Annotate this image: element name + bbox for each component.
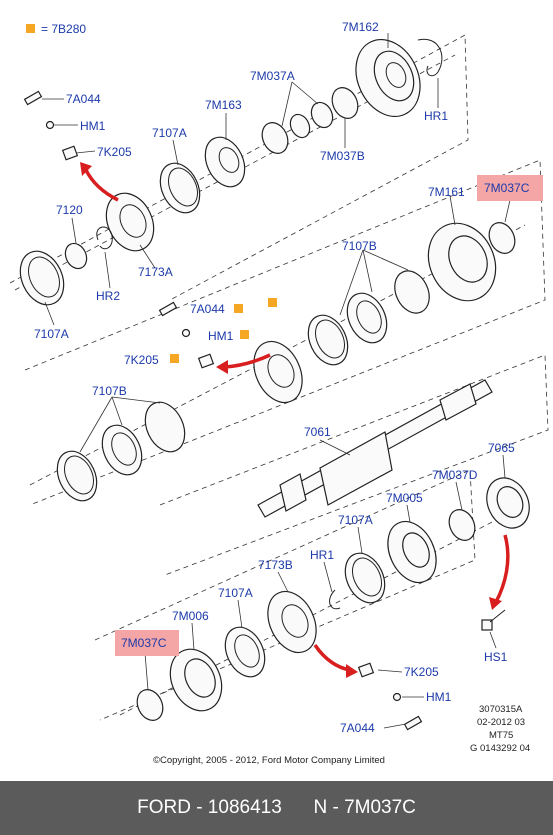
synchro-ring-7107A-top [159,162,201,214]
synchronizer-7173B [267,590,317,654]
synchro-ring-7107A-low [344,552,386,604]
label-HR1-low: HR1 [310,548,334,562]
label-7107A-left: 7107A [34,327,69,341]
label-7K205-mid: 7K205 [124,353,159,367]
label-7M161: 7M161 [428,185,465,199]
hub-7120 [64,242,88,270]
label-7M037B: 7M037B [320,149,365,163]
synchronizer-mid [253,340,303,404]
ref-code-2: 02-2012 03 [477,717,525,728]
label-7M037C-bot: 7M037C [121,636,167,650]
marker-square-synchronizer [268,298,277,307]
label-7A044-mid: 7A044 [190,302,225,316]
label-7107B-left: 7107B [92,384,127,398]
label-7107A-low: 7107A [338,513,373,527]
label-7A044-top: 7A044 [66,92,101,106]
needle-bearing-7M037C-bot [136,689,164,721]
label-7M005: 7M005 [386,491,423,505]
bolt-HS1 [481,609,506,631]
synchro-rings-7107B-left [56,401,186,502]
needle-bearing-7M037D [448,509,476,541]
footer-reference: N - 7M037C [313,797,416,818]
synchro-ring-7107A-left [19,250,65,306]
arrow-detent-bottom [313,644,351,672]
gear-7M006 [169,648,223,712]
marker-square-HM1-mid [240,330,249,339]
snap-ring-HR2 [96,226,113,250]
needle-bearing-7M037A [261,101,334,154]
label-7173A: 7173A [138,265,173,279]
detent-parts-mid [158,301,215,369]
label-HM1-mid: HM1 [208,329,234,343]
marker-square-7A044-mid [234,304,243,313]
label-7M006: 7M006 [172,609,209,623]
mainshaft-7061 [257,379,493,518]
arrow-head-top [80,162,92,176]
legend-square-icon [26,24,35,33]
label-7107A-top: 7107A [152,126,187,140]
ref-code-1: 3070315A [479,704,523,715]
gear-7M005 [387,520,437,584]
synchronizer-7173A [105,192,155,252]
arrow-detent-mid [224,353,271,369]
arrow-detent-top [84,169,119,202]
frame-middle [24,159,546,506]
copyright-text: ©Copyright, 2005 - 2012, Ford Motor Comp… [153,755,385,766]
footer-bar: FORD - 1086413 N - 7M037C [0,781,553,835]
ref-code-4: G 0143292 04 [470,743,530,754]
label-7065: 7065 [488,441,515,455]
footer-part-number: FORD - 1086413 [137,797,282,818]
highlight-7M037C-top [477,175,543,201]
label-7K205-top: 7K205 [97,145,132,159]
label-HR2: HR2 [96,289,120,303]
ref-code-3: MT75 [489,730,513,741]
marker-square-7K205-mid [170,354,179,363]
arrow-bolt [494,534,510,603]
exploded-parts-diagram: = 7B280 [9,20,549,766]
gear-7M161 [427,222,497,302]
arrow-head-mid [216,360,228,374]
synchro-rings-7107B-mid [307,270,430,366]
label-7M163: 7M163 [205,98,242,112]
synchro-ring-7107A-bot [224,626,266,678]
detent-parts-bottom [357,662,423,731]
needle-bearing-7M037C-top [488,222,516,254]
leader-lines [42,33,511,691]
label-7M162: 7M162 [342,20,379,34]
gear-7M162 [355,38,421,118]
label-7107B-mid: 7107B [342,239,377,253]
frame-top [9,34,469,301]
label-7A044-bot: 7A044 [340,721,375,735]
label-HM1-top: HM1 [80,119,106,133]
label-HM1-bot: HM1 [426,690,452,704]
needle-bearing-7M037B [331,87,359,119]
gear-7M163 [204,136,246,188]
label-HR1-top: HR1 [424,109,448,123]
arrow-head-bolt [489,597,502,610]
label-7107A-bot: 7107A [218,586,253,600]
legend-text: = 7B280 [41,22,86,36]
bearing-7065 [486,477,530,529]
label-7061: 7061 [304,425,331,439]
label-HS1: HS1 [484,650,508,664]
highlight-7M037C-bot [115,630,179,656]
snap-ring-HR1-low [329,589,341,610]
arrow-head-bottom [346,664,358,678]
detent-parts-top [23,90,79,161]
label-7M037A: 7M037A [250,69,295,83]
frame-shaft [159,354,549,576]
label-7173B: 7173B [258,558,293,572]
label-7K205-bot: 7K205 [404,665,439,679]
label-7M037D: 7M037D [432,468,478,482]
label-7120: 7120 [56,203,83,217]
label-7M037C-top: 7M037C [484,181,530,195]
snap-ring-HR1-top [417,38,443,77]
